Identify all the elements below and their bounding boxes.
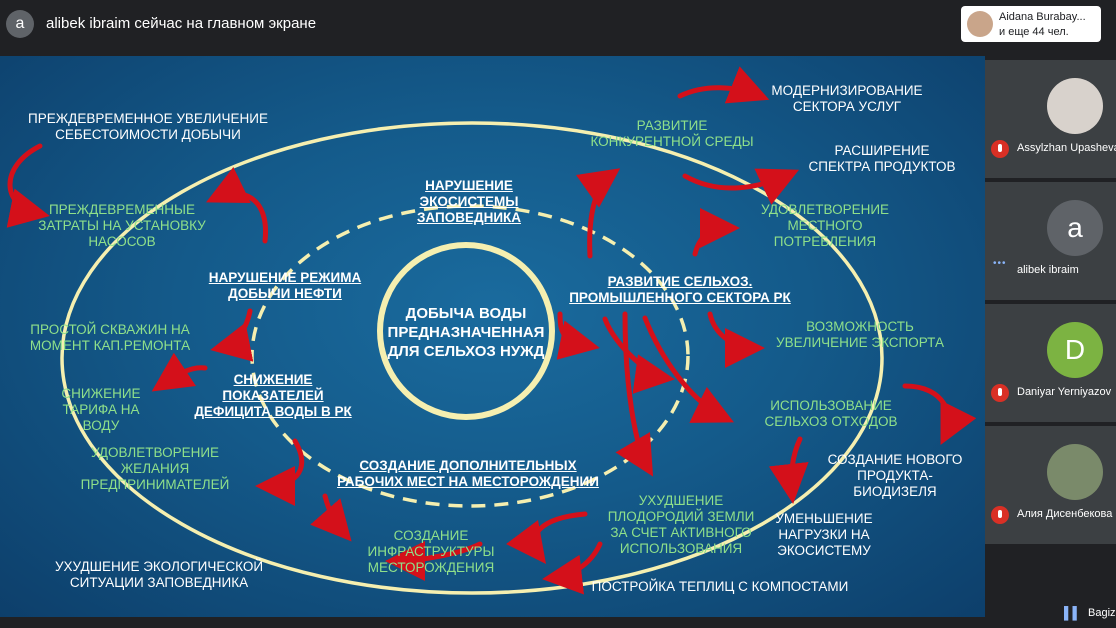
diagram-graphics: [6, 66, 977, 595]
center-topic: ДОБЫЧА ВОДЫ ПРЕДНАЗНАЧЕННАЯ ДЛЯ СЕЛЬХОЗ …: [387, 305, 545, 360]
avatar: D: [1047, 322, 1103, 378]
participant-name: Алия Дисенбекова: [1017, 508, 1113, 520]
presentation-header: a alibek ibraim сейчас на главном экране…: [0, 0, 1116, 50]
label-oil-regime: НАРУШЕНИЕ РЕЖИМА ДОБЫЧИ НЕФТИ: [208, 270, 362, 301]
label-ecosystem: НАРУШЕНИЕ ЭКОСИСТЕМЫ ЗАПОВЕДНИКА: [416, 178, 522, 225]
center-circle: [377, 242, 555, 420]
label-biodiesel: СОЗДАНИЕ НОВОГО ПРОДУКТА- БИОДИЗЕЛЯ: [827, 452, 963, 499]
participant-name: Assylzhan Upasheva: [1017, 142, 1116, 154]
participant-tile[interactable]: a ••• alibek ibraim: [985, 182, 1116, 300]
label-deficit: СНИЖЕНИЕ ПОКАЗАТЕЛЕЙ ДЕФИЦИТА ВОДЫ В РК: [194, 372, 352, 419]
label-eco-load: УМЕНЬШЕНИЕ НАГРУЗКИ НА ЭКОСИСТЕМУ: [775, 511, 873, 558]
label-greenhouse: ПОСТРОЙКА ТЕПЛИЦ С КОМПОСТАМИ: [591, 579, 849, 594]
label-modernization: МОДЕРНИЗИРОВАНИЕ СЕКТОРА УСЛУГ: [771, 83, 923, 114]
presenter-avatar: a: [6, 10, 34, 38]
presenting-status: alibek ibraim сейчас на главном экране: [46, 15, 317, 32]
cause-arrows: [6, 66, 977, 595]
avatar: [967, 11, 993, 37]
mic-off-icon: [991, 140, 1009, 158]
audio-level-icon: ▌▌: [1064, 606, 1082, 620]
viewers-count: и еще 44 чел.: [999, 26, 1069, 38]
outer-ring: [60, 121, 884, 595]
mic-off-icon: [991, 384, 1009, 402]
label-local-demand: УДОВЛЕТВОРЕНИЕ МЕСТНОГО ПОТРЕБЛЕНИЯ: [760, 202, 890, 249]
label-entrepreneurs: УДОВЛЕТВОРЕНИЕ ЖЕЛАНИЯ ПРЕДПРИНИМАТЕЛЕЙ: [80, 445, 230, 492]
shared-screen-slide: ДОБЫЧА ВОДЫ ПРЕДНАЗНАЧЕННАЯ ДЛЯ СЕЛЬХОЗ …: [0, 56, 985, 617]
label-export: ВОЗМОЖНОСТЬ УВЕЛИЧЕНИЕ ЭКСПОРТА: [776, 319, 944, 350]
label-products: РАСШИРЕНИЕ СПЕКТРА ПРОДУКТОВ: [808, 143, 956, 174]
participant-tile[interactable]: Assylzhan Upasheva: [985, 60, 1116, 178]
participants-sidebar: Assylzhan Upasheva a ••• alibek ibraim D…: [985, 56, 1116, 617]
avatar: [1047, 78, 1103, 134]
viewers-chip[interactable]: Aidana Burabay... и еще 44 чел.: [961, 6, 1101, 42]
mic-off-icon: [991, 506, 1009, 524]
participant-name: alibek ibraim: [1017, 264, 1079, 276]
label-premature-pumps: ПРЕЖДЕВРЕМЕННЫЕ ЗАТРАТЫ НА УСТАНОВКУ НАС…: [38, 202, 206, 249]
label-eco-situation: УХУДШЕНИЕ ЭКОЛОГИЧЕСКОЙ СИТУАЦИИ ЗАПОВЕД…: [54, 559, 264, 590]
participant-tile[interactable]: ▌▌ Bagiz: [1052, 598, 1116, 628]
label-competition: РАЗВИТИЕ КОНКУРЕНТНОЙ СРЕДЫ: [590, 118, 754, 149]
participant-tile[interactable]: Алия Дисенбекова: [985, 426, 1116, 544]
avatar: [1047, 444, 1103, 500]
label-infrastructure: СОЗДАНИЕ ИНФРАСТРУКТУРЫ МЕСТОРОЖДЕНИЯ: [367, 528, 495, 575]
label-jobs: СОЗДАНИЕ ДОПОЛНИТЕЛЬНЫХ РАБОЧИХ МЕСТ НА …: [337, 458, 599, 489]
viewers-name: Aidana Burabay...: [999, 11, 1086, 23]
label-soil: УХУДШЕНИЕ ПЛОДОРОДИЙ ЗЕМЛИ ЗА СЧЕТ АКТИВ…: [607, 493, 755, 556]
speaking-icon: •••: [993, 258, 1007, 269]
participant-name: Bagiz: [1088, 607, 1116, 619]
avatar: a: [1047, 200, 1103, 256]
label-waste: ИСПОЛЬЗОВАНИЕ СЕЛЬХОЗ ОТХОДОВ: [764, 398, 898, 429]
label-agri-sector: РАЗВИТИЕ СЕЛЬХОЗ. ПРОМЫШЛЕННОГО СЕКТОРА …: [569, 274, 791, 305]
label-premature-cost: ПРЕЖДЕВРЕМЕННОЕ УВЕЛИЧЕНИЕ СЕБЕСТОИМОСТИ…: [28, 111, 268, 142]
participant-tile[interactable]: D Daniyar Yerniyazov: [985, 304, 1116, 422]
label-well-idle: ПРОСТОЙ СКВАЖИН НА МОМЕНТ КАП.РЕМОНТА: [29, 322, 191, 353]
participant-name: Daniyar Yerniyazov: [1017, 386, 1112, 398]
label-tariff: СНИЖЕНИЕ ТАРИФА НА ВОДУ: [61, 386, 141, 433]
